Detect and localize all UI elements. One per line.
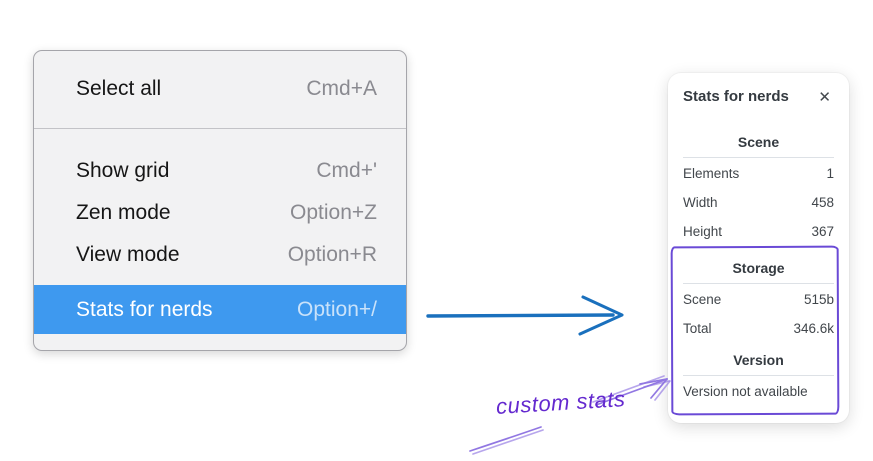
stat-label: Scene [683,291,722,307]
menu-item-label: Zen mode [76,201,171,224]
stats-panel: Stats for nerds ✕ Scene Elements 1 Width… [668,73,849,423]
stat-value: 515b [803,291,834,307]
stats-section-heading-version: Version [733,352,784,368]
stat-label: Elements [683,165,740,181]
context-menu-section-top: Select all Cmd+A [34,51,406,129]
divider [683,157,834,158]
stat-label: Total [683,320,712,336]
stat-row-elements: Elements 1 [683,159,834,188]
stat-value: 367 [811,223,834,239]
context-menu-section-bottom: Show grid Cmd+' Zen mode Option+Z View m… [34,129,406,334]
menu-item-shortcut: Cmd+A [306,77,377,100]
menu-item-show-grid[interactable]: Show grid Cmd+' [34,150,406,192]
blue-arrow [426,295,624,336]
stat-label: Height [683,223,723,239]
menu-item-shortcut: Option+R [287,243,377,266]
stat-value: 346.6k [793,320,834,336]
menu-item-select-all[interactable]: Select all Cmd+A [34,68,406,110]
context-menu: Select all Cmd+A Show grid Cmd+' Zen mod… [33,50,407,351]
menu-item-stats-for-nerds[interactable]: Stats for nerds Option+/ [34,285,406,334]
stat-row-width: Width 458 [683,188,834,217]
menu-item-zen-mode[interactable]: Zen mode Option+Z [34,192,406,234]
menu-item-label: View mode [76,243,180,266]
stats-panel-title: Stats for nerds [683,88,789,105]
stat-label: Width [683,194,718,210]
stat-row-total-storage: Total 346.6k [683,314,834,343]
menu-item-shortcut: Option+/ [297,297,377,321]
stat-value: 1 [826,165,834,181]
menu-item-view-mode[interactable]: View mode Option+R [34,234,406,276]
stat-value: 458 [811,194,834,210]
menu-item-label: Select all [76,77,162,100]
stat-row-scene-storage: Scene 515b [683,285,834,314]
menu-item-shortcut: Option+Z [290,201,377,224]
divider [683,283,834,284]
version-note: Version not available [683,384,808,399]
stats-panel-header: Stats for nerds ✕ [683,87,834,107]
stats-section-heading-scene: Scene [737,134,780,150]
annotation-label: custom stats [495,386,627,419]
close-icon[interactable]: ✕ [818,88,831,106]
menu-item-label: Show grid [76,159,170,182]
divider [683,375,834,376]
menu-item-shortcut: Cmd+' [316,159,377,182]
stat-row-height: Height 367 [683,217,834,246]
stats-section-heading-storage: Storage [732,260,785,276]
menu-item-label: Stats for nerds [76,297,213,321]
